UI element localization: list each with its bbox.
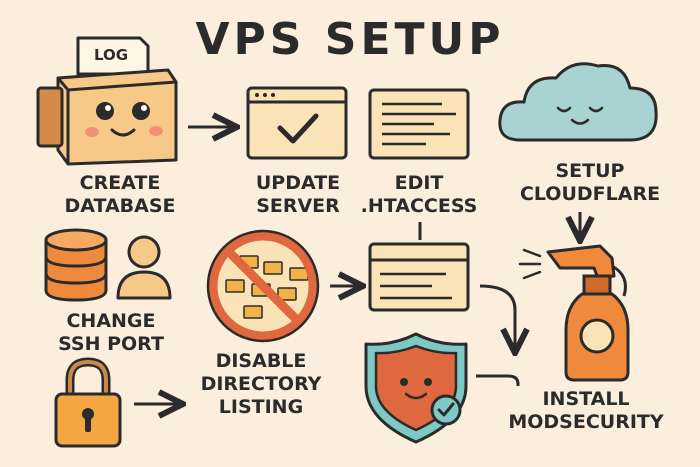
- step-edit-htaccess: EDIT .HTACCESS: [360, 172, 478, 217]
- log-tag-label: LOG: [94, 46, 129, 64]
- step-disable-directory-listing: DISABLE DIRECTORY LISTING: [200, 350, 322, 418]
- step-setup-cloudflare: SETUP CLOUDFLARE: [519, 160, 661, 205]
- spray-bottle-icon: [518, 244, 630, 382]
- text-window-icon: [368, 88, 470, 160]
- diagram-title: VPS SETUP: [195, 14, 505, 65]
- prohibited-folder-icon: [206, 229, 320, 343]
- step-install-modsecurity: INSTALL MODSECURITY: [508, 388, 664, 433]
- arrow: [479, 284, 515, 350]
- padlock-icon: [54, 357, 122, 448]
- step-update-server: UPDATE SERVER: [255, 172, 341, 217]
- cloud-icon: [498, 62, 658, 142]
- database-icon: [44, 228, 108, 302]
- connector-line: [476, 374, 520, 386]
- shield-check-icon: [364, 332, 468, 444]
- browser-checkmark-icon: [246, 86, 348, 160]
- smiling-box-icon: [36, 68, 178, 166]
- user-icon: [116, 235, 172, 300]
- step-create-database: CREATE DATABASE: [64, 172, 176, 217]
- config-window-icon: [368, 242, 470, 312]
- step-change-ssh-port: CHANGE SSH PORT: [58, 310, 164, 355]
- log-document-icon: [76, 36, 150, 76]
